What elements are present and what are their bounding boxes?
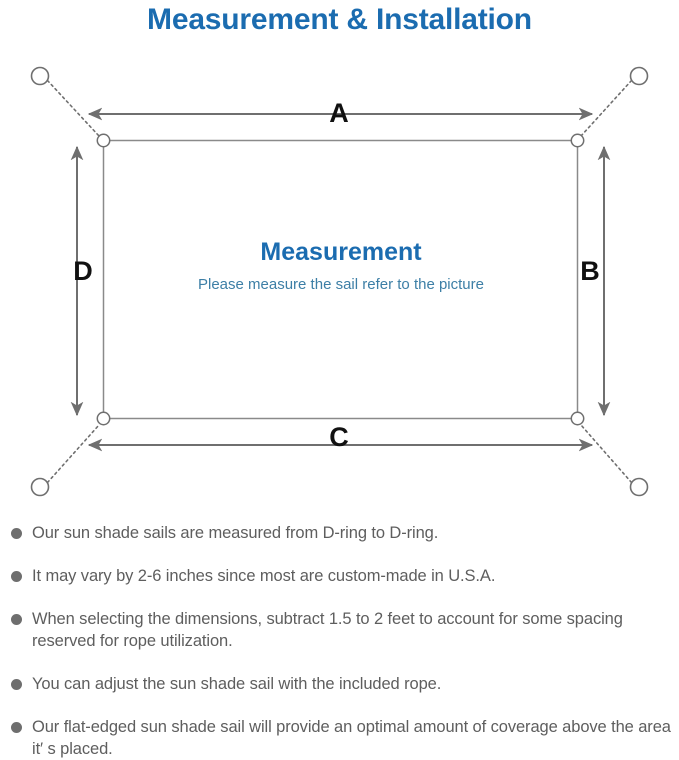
rope-line-bottom-right	[580, 424, 633, 484]
page-title: Measurement & Installation	[147, 3, 532, 36]
notes-list: Our sun shade sails are measured from D-…	[0, 522, 679, 758]
bullet-icon	[11, 679, 22, 690]
d-ring-bottom-left	[96, 411, 111, 426]
list-item: When selecting the dimensions, subtract …	[11, 608, 673, 652]
diagram-svg	[30, 66, 649, 497]
dimension-label-b: B	[580, 256, 600, 286]
d-ring-top-left	[96, 133, 111, 148]
sail-center-subtitle: Please measure the sail refer to the pic…	[198, 276, 484, 293]
dimension-label-a: A	[329, 98, 349, 128]
sail-rectangle	[102, 139, 579, 420]
d-ring-bottom-right	[570, 411, 585, 426]
list-item: You can adjust the sun shade sail with t…	[11, 673, 673, 695]
rope-line-top-right	[580, 79, 633, 137]
bullet-icon	[11, 528, 22, 539]
anchor-ring-bottom-right	[629, 477, 649, 497]
d-ring-top-right	[570, 133, 585, 148]
bullet-icon	[11, 722, 22, 733]
dimension-label-c: C	[329, 422, 349, 452]
note-text: It may vary by 2-6 inches since most are…	[32, 567, 496, 585]
dimension-label-d: D	[73, 256, 93, 286]
measurement-installation-page: Measurement & Installation	[0, 3, 679, 758]
list-item: Our sun shade sails are measured from D-…	[11, 522, 673, 544]
anchor-ring-bottom-left	[30, 477, 50, 497]
note-text: When selecting the dimensions, subtract …	[32, 610, 623, 650]
list-item: It may vary by 2-6 inches since most are…	[11, 565, 673, 587]
rope-line-top-left	[46, 79, 100, 137]
sail-center-title: Measurement	[260, 238, 422, 266]
bullet-icon	[11, 571, 22, 582]
bullet-icon	[11, 614, 22, 625]
anchor-ring-top-left	[30, 66, 50, 86]
note-text: Our sun shade sails are measured from D-…	[32, 524, 439, 542]
anchor-ring-top-right	[629, 66, 649, 86]
sail-measurement-diagram: A B C D Measurement Please measure the s…	[0, 46, 679, 520]
note-text: Our flat-edged sun shade sail will provi…	[32, 718, 671, 758]
note-text: You can adjust the sun shade sail with t…	[32, 675, 442, 693]
rope-line-bottom-left	[46, 424, 100, 484]
list-item: Our flat-edged sun shade sail will provi…	[11, 716, 673, 760]
